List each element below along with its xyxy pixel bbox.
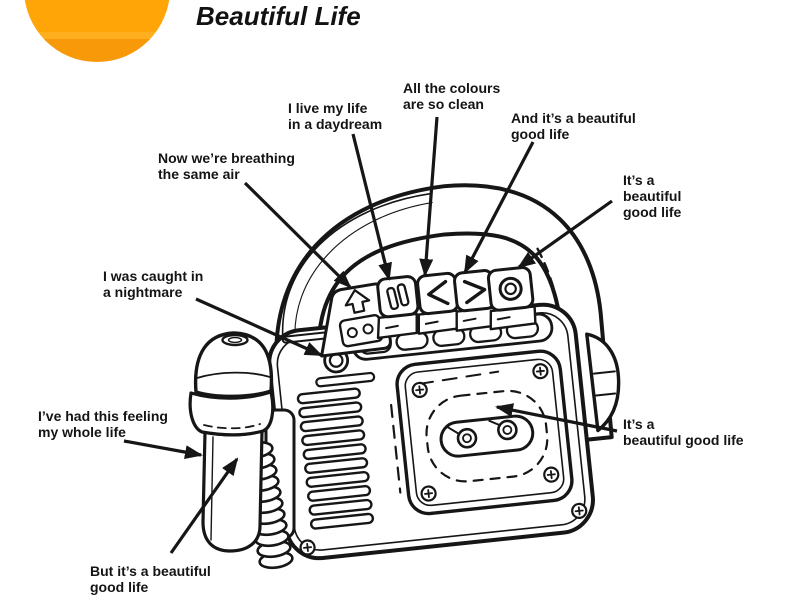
leader-line-mic-button xyxy=(195,297,323,357)
vent-grille xyxy=(296,371,376,530)
page-title: Beautiful Life xyxy=(196,1,361,31)
leader-line-mic-left xyxy=(123,439,203,460)
rewind-button xyxy=(416,271,460,335)
annotation-record: It’s a beautiful good life xyxy=(623,172,682,220)
mic-head xyxy=(193,331,274,399)
mic-collar xyxy=(188,390,275,437)
transport-buttons xyxy=(320,266,537,358)
screw-icon xyxy=(570,502,589,520)
annotation-pause: I live my life in a daydream xyxy=(288,100,383,132)
leader-line-record xyxy=(517,199,613,269)
leader-line-fast-forward xyxy=(463,141,535,274)
annotation-mic-body: But it’s a beautiful good life xyxy=(90,563,211,595)
rewind-icon xyxy=(427,279,450,306)
pause-button xyxy=(376,275,420,340)
eject-button xyxy=(320,282,392,358)
annotation-mic-button: I was caught in a nightmare xyxy=(103,268,204,300)
leader-line-rewind xyxy=(419,116,439,277)
eject-icon xyxy=(344,289,371,314)
screw-icon xyxy=(419,484,438,503)
fast-forward-icon xyxy=(462,279,487,305)
screw-icon xyxy=(410,381,429,399)
annotation-cassette: It’s a beautiful good life xyxy=(623,416,744,448)
karaoke-machine-illustration xyxy=(188,183,621,570)
cassette-door xyxy=(395,349,574,516)
leader-lines xyxy=(123,116,618,554)
leader-line-mic-body xyxy=(169,457,239,554)
leader-line-pause xyxy=(351,133,392,281)
cassette-outline xyxy=(425,389,549,483)
sun-logo xyxy=(24,0,170,62)
screw-icon xyxy=(542,465,561,484)
leader-line-cassette xyxy=(495,403,618,433)
annotation-eject: Now we’re breathing the same air xyxy=(158,150,295,182)
screw-icon xyxy=(531,362,550,380)
pause-icon xyxy=(386,283,410,311)
fast-forward-button xyxy=(453,269,497,332)
leader-line-eject xyxy=(243,181,352,289)
side-latch xyxy=(585,332,621,433)
annotation-fast-forward: And it’s a beautiful good life xyxy=(511,110,636,142)
screw-icon xyxy=(298,538,317,557)
record-button xyxy=(486,266,537,331)
annotation-rewind: All the colours are so clean xyxy=(403,80,501,112)
annotation-mic-left: I’ve had this feeling my whole life xyxy=(38,408,168,440)
microphone xyxy=(188,331,275,553)
